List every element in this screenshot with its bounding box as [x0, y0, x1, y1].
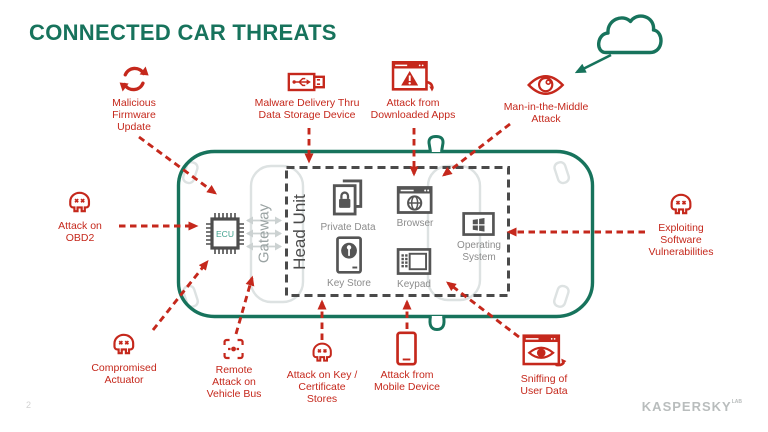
component-key-store: Key Store — [327, 236, 371, 290]
arrow-mitm-to-browser — [442, 122, 511, 177]
threat-label: Attack on Key / Certificate Stores — [286, 369, 358, 406]
browser-globe-icon — [397, 186, 433, 214]
threat-label: Attack on OBD2 — [58, 220, 102, 245]
kaspersky-logo-lab: LAB — [731, 399, 742, 405]
threat-label: Sniffing of User Data — [520, 373, 568, 398]
component-operating-system: Operating System — [457, 212, 501, 263]
threat-sniffing-user-data: Sniffing of User Data — [520, 334, 568, 398]
windows-icon — [462, 212, 496, 236]
component-label: Operating System — [457, 240, 501, 263]
skull-icon — [113, 333, 135, 355]
skull-icon — [670, 193, 692, 215]
threat-label: Compromised Actuator — [91, 362, 157, 387]
refresh-icon — [119, 66, 149, 92]
component-browser: Browser — [396, 186, 434, 230]
threat-attack-downloaded-apps: Attack from Downloaded Apps — [370, 61, 456, 122]
page-number: 2 — [26, 400, 32, 410]
threat-attack-key-certificate-stores: Attack on Key / Certificate Stores — [286, 341, 358, 406]
component-private-data: Private Data — [320, 176, 376, 234]
car-body-outline — [176, 149, 595, 319]
threat-man-in-the-middle: Man-in-the-Middle Attack — [503, 72, 589, 126]
headlight-left-top — [181, 161, 199, 185]
page-title: CONNECTED CAR THREATS — [29, 20, 337, 45]
arrow-actuator-to-ecu — [151, 260, 209, 331]
component-label: Key Store — [327, 278, 371, 289]
crosshair-icon — [223, 338, 245, 360]
threat-remote-attack-vehicle-bus: Remote Attack on Vehicle Bus — [206, 337, 262, 401]
threat-label: Attack from Mobile Device — [374, 369, 440, 394]
threat-attack-on-obd2: Attack on OBD2 — [58, 190, 102, 244]
threat-arrows — [119, 122, 645, 340]
ecu-label: ECU — [216, 229, 234, 239]
usb-drive-icon — [288, 72, 326, 92]
gateway-label: Gateway — [255, 203, 273, 264]
car-mirror-bottom — [428, 315, 446, 332]
threat-exploiting-software-vulnerabilities: Exploiting Software Vulnerabilities — [648, 192, 714, 259]
smartphone-icon — [396, 331, 418, 366]
threat-malicious-firmware-update: Malicious Firmware Update — [112, 64, 156, 134]
eye-icon — [527, 75, 565, 95]
key-store-icon — [336, 236, 362, 274]
threat-compromised-actuator: Compromised Actuator — [91, 332, 157, 387]
cloud-icon — [597, 14, 663, 55]
arrow-vehiclebus-to-gateway — [234, 275, 255, 335]
component-label: Browser — [396, 218, 434, 229]
browser-warning-icon — [392, 61, 434, 92]
skull-icon — [69, 191, 91, 213]
threat-label: Malicious Firmware Update — [112, 97, 156, 134]
arrow-firmware-to-ecu — [138, 135, 218, 195]
component-keypad: Keypad — [396, 248, 432, 291]
threat-label: Exploiting Software Vulnerabilities — [648, 222, 714, 259]
head-unit-label: Head Unit — [290, 194, 309, 270]
headlight-left-bottom — [182, 284, 200, 308]
arrow-sniffing-to-keypad — [446, 281, 520, 339]
browser-eye-icon — [521, 334, 566, 367]
component-label: Private Data — [320, 222, 376, 233]
taillight-right-top — [553, 161, 571, 185]
ecu-chip-icon: ECU — [206, 213, 244, 254]
private-data-icon — [332, 179, 362, 216]
cloud-attack-arrow — [574, 53, 612, 74]
car-interior-details — [181, 161, 571, 308]
keypad-icon — [396, 248, 432, 275]
taillight-right-bottom — [552, 284, 570, 308]
threat-label: Malware Delivery Thru Data Storage Devic… — [254, 97, 360, 122]
threat-label: Attack from Downloaded Apps — [370, 97, 456, 122]
skull-icon — [312, 342, 332, 362]
threat-label: Man-in-the-Middle Attack — [503, 101, 589, 126]
car-mirror-top — [427, 134, 445, 153]
threat-malware-delivery: Malware Delivery Thru Data Storage Devic… — [254, 70, 360, 122]
kaspersky-logo-text: KASPERSKY — [641, 399, 732, 414]
threat-label: Remote Attack on Vehicle Bus — [206, 364, 262, 401]
threat-attack-mobile-device: Attack from Mobile Device — [374, 331, 440, 393]
component-label: Keypad — [397, 279, 431, 290]
